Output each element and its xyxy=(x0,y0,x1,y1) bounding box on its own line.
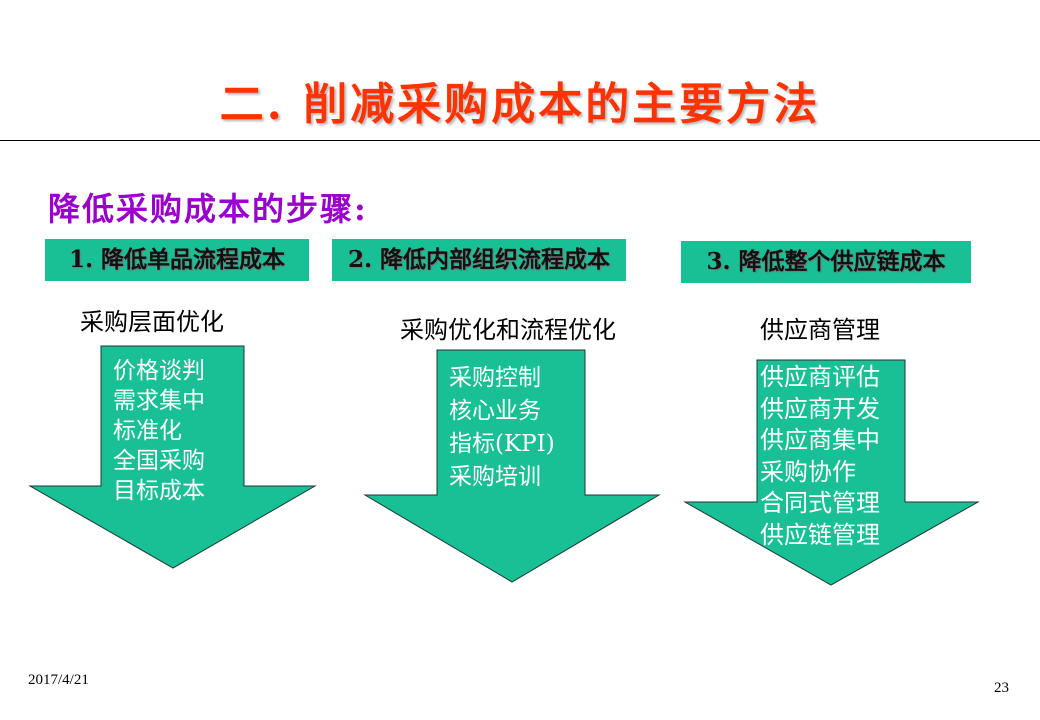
list-item: 合同式管理 xyxy=(760,489,880,517)
list-item: 供应链管理 xyxy=(760,520,880,549)
list-item: 价格谈判 xyxy=(113,358,205,384)
list-item: 采购培训 xyxy=(449,464,541,490)
list-item: 目标成本 xyxy=(113,478,205,504)
down-arrow-3 xyxy=(683,359,980,586)
down-arrow-1 xyxy=(28,345,317,569)
down-arrow-2 xyxy=(363,349,661,583)
step-3-caption: 供应商管理 xyxy=(760,316,880,344)
list-item: 需求集中 xyxy=(113,388,205,414)
footer-date: 2017/4/21 xyxy=(28,672,89,688)
list-item: 核心业务 xyxy=(449,398,541,424)
step-2-items: 采购控制 核心业务 指标(KPI) 采购培训 xyxy=(449,362,555,494)
page-number: 23 xyxy=(994,680,1009,696)
list-item: 标准化 xyxy=(113,418,182,444)
step-2-caption: 采购优化和流程优化 xyxy=(400,316,616,344)
step-1-header: 1. 降低单品流程成本 xyxy=(45,239,309,281)
slide-title: 二. 削减采购成本的主要方法 xyxy=(219,79,821,130)
list-item: 采购控制 xyxy=(449,365,541,391)
title-divider xyxy=(0,140,1040,141)
subtitle: 降低采购成本的步骤: xyxy=(48,190,368,228)
list-item: 供应商集中 xyxy=(760,426,880,454)
list-item: 全国采购 xyxy=(113,448,205,474)
step-3-items: 供应商评估 供应商开发 供应商集中 采购协作 合同式管理 供应链管理 xyxy=(760,362,880,551)
step-1-items: 价格谈判 需求集中 标准化 全国采购 目标成本 xyxy=(113,356,205,506)
list-item: 供应商开发 xyxy=(760,394,880,423)
step-1-caption: 采购层面优化 xyxy=(80,308,224,336)
list-item: 指标(KPI) xyxy=(449,431,555,457)
step-3-header: 3. 降低整个供应链成本 xyxy=(681,241,971,283)
step-2-header: 2. 降低内部组织流程成本 xyxy=(332,239,626,281)
list-item: 采购协作 xyxy=(760,457,856,486)
list-item: 供应商评估 xyxy=(760,363,880,391)
